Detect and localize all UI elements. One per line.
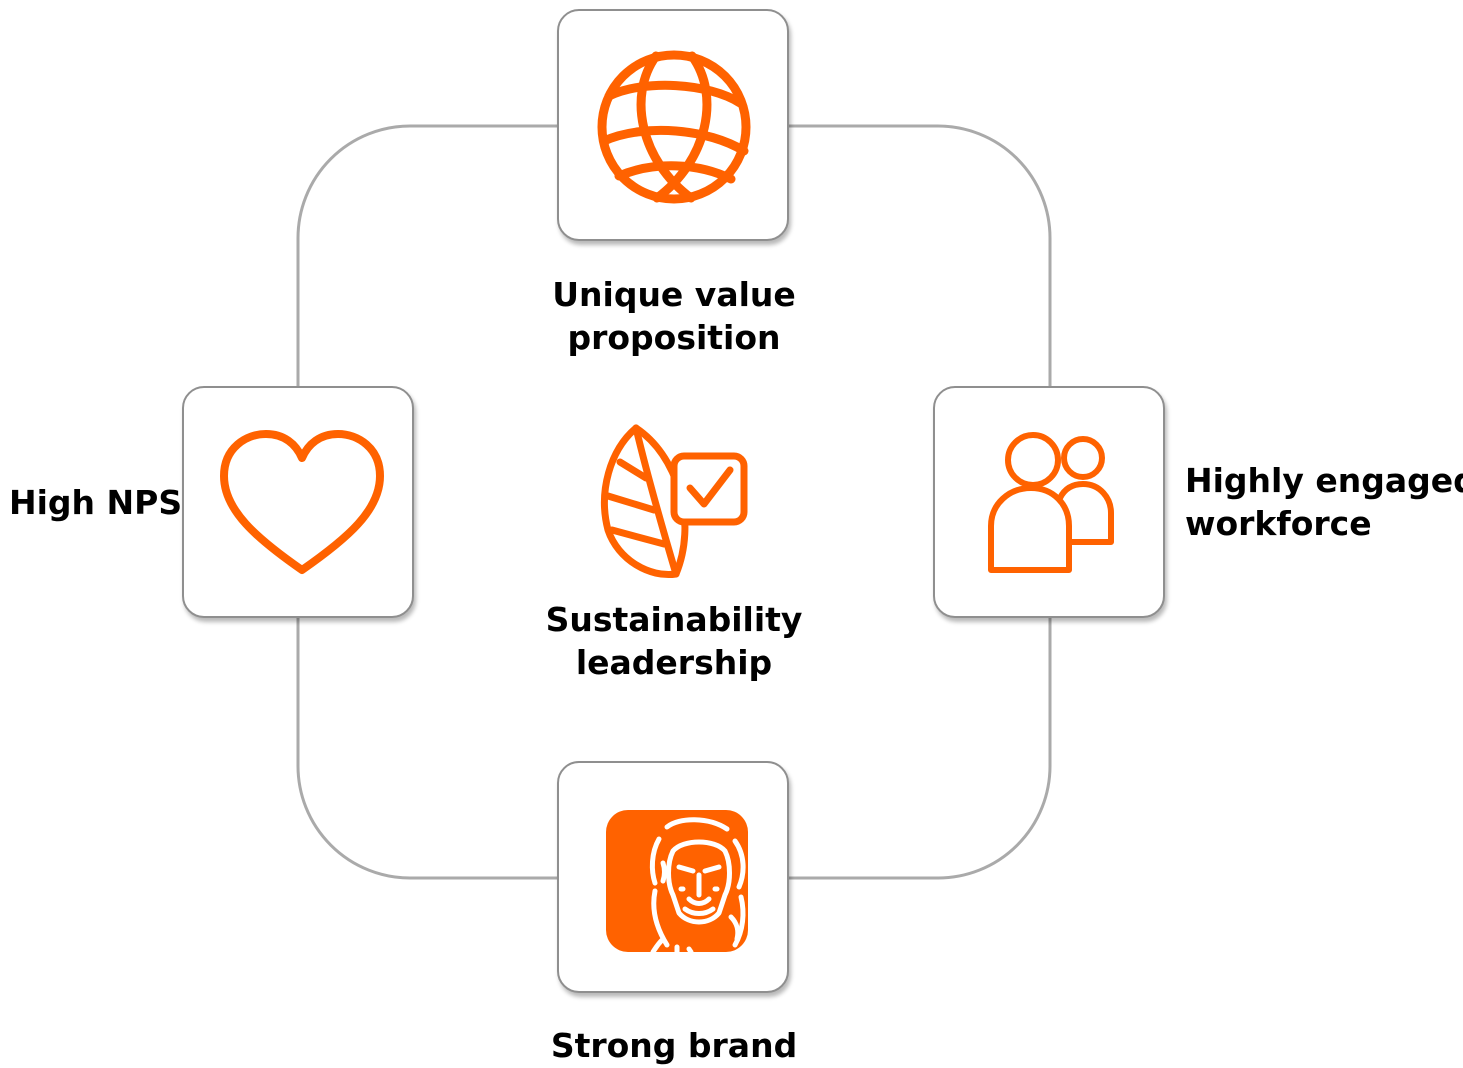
label-high-nps: High NPS [9, 481, 182, 524]
label-unique-value: Unique value proposition [474, 273, 874, 359]
globe-icon [597, 50, 751, 204]
label-sustainability-line2: leadership [575, 643, 773, 682]
label-engaged-workforce-line2: workforce [1185, 504, 1372, 543]
label-high-nps-line1: High NPS [9, 483, 183, 522]
label-sustainability-line1: Sustainability [545, 600, 803, 639]
label-unique-value-line2: proposition [567, 318, 781, 357]
people-icon [988, 432, 1114, 573]
label-engaged-workforce: Highly engaged workforce [1185, 459, 1463, 545]
heart-card [182, 386, 414, 618]
label-unique-value-line1: Unique value [552, 275, 796, 314]
lion-card [557, 761, 789, 993]
lion-logo-icon [606, 810, 748, 955]
heart-icon [220, 430, 384, 574]
label-sustainability: Sustainability leadership [474, 598, 874, 684]
leaf-checkbox-icon [601, 424, 748, 579]
label-strong-brand-line1: Strong brand [550, 1026, 798, 1065]
label-strong-brand: Strong brand [474, 1024, 874, 1067]
globe-card [557, 9, 789, 241]
people-card [933, 386, 1165, 618]
label-engaged-workforce-line1: Highly engaged [1185, 461, 1463, 500]
